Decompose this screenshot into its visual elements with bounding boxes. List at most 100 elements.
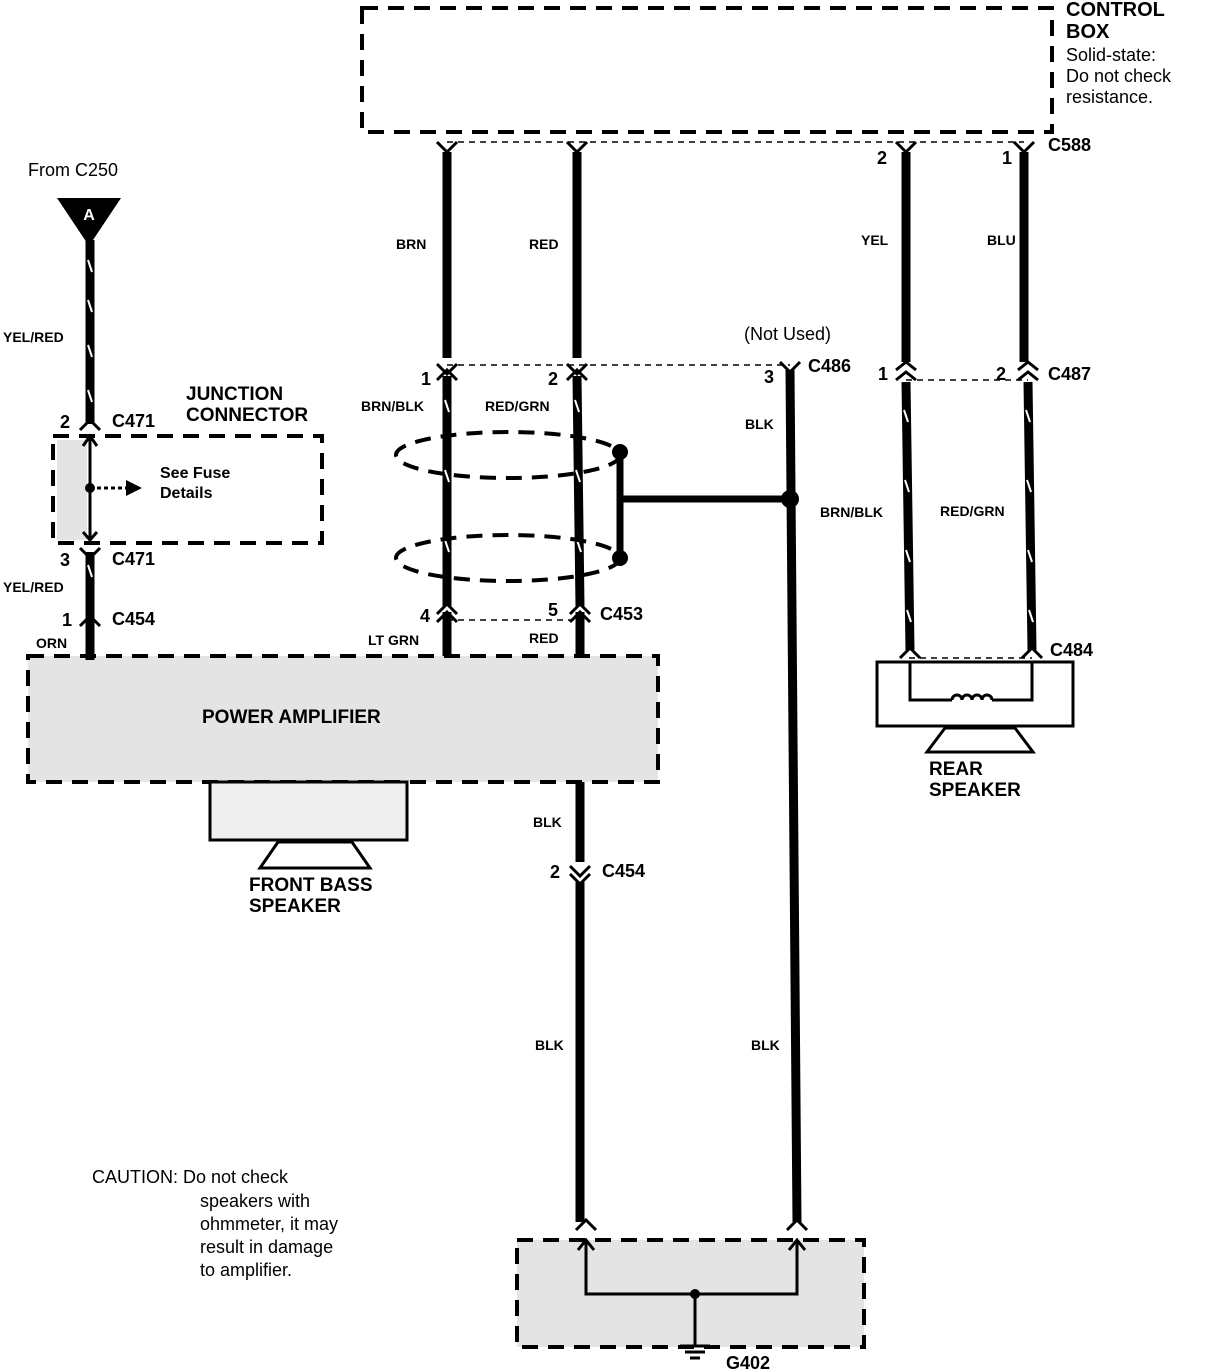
wire-brn-blk-left: BRN/BLK <box>361 398 424 414</box>
c487-pin-1-a <box>895 360 917 372</box>
c454-pin-2-a <box>568 864 592 879</box>
control-box-title-1: CONTROL <box>1066 0 1165 21</box>
pin-c453-4: 4 <box>420 606 430 626</box>
pin-c454-2: 2 <box>550 862 560 882</box>
c484-pin-b <box>1020 645 1044 660</box>
ground-label: G402 <box>726 1353 770 1372</box>
caution-line-3: ohmmeter, it may <box>200 1214 338 1234</box>
c453-label: C453 <box>600 604 643 624</box>
pin-c471-2: 2 <box>60 412 70 432</box>
connector-ties <box>447 141 1032 659</box>
from-c250-arrow <box>57 198 121 246</box>
c484-pin-a <box>898 645 922 660</box>
c453-pin-4-b <box>435 609 459 624</box>
rear-speaker-label-1: REAR <box>929 759 983 780</box>
wire-blk-amp-top: BLK <box>533 814 562 830</box>
c454-pin-2-b <box>568 872 592 887</box>
junction-note-1: See Fuse <box>160 465 230 482</box>
pin-c487-2: 2 <box>996 364 1006 384</box>
c486-label: C486 <box>808 356 851 376</box>
g402-inner-b <box>787 1237 807 1251</box>
c453-pin-5-a <box>568 601 592 616</box>
rear-speaker <box>875 660 1075 754</box>
c471-top <box>78 417 102 432</box>
caution-line-5: to amplifier. <box>200 1260 292 1280</box>
g402-pin-b <box>785 1217 809 1232</box>
c486-pin-3 <box>778 360 802 375</box>
c588-pin-a <box>435 140 459 155</box>
shield <box>394 430 799 583</box>
power-amplifier-box <box>26 654 660 784</box>
junction-internals <box>81 433 142 543</box>
c588-pin-1 <box>1012 140 1036 155</box>
wire-brn: BRN <box>396 236 426 252</box>
control-box-note-1: Solid-state: <box>1066 45 1156 65</box>
control-box-note-3: resistance. <box>1066 87 1153 107</box>
wire-blk-amp-bottom: BLK <box>535 1037 564 1053</box>
pin-c588-2: 2 <box>877 148 887 168</box>
wire-lt-grn: LT GRN <box>368 632 419 648</box>
pin-c486-1: 1 <box>421 369 431 389</box>
wire-red-grn-left: RED/GRN <box>485 398 550 414</box>
c486-pin-1-b <box>435 367 459 382</box>
c486-pin-2-a <box>565 362 589 377</box>
c487-pin-2-b <box>1017 370 1039 382</box>
pin-c588-1: 1 <box>1002 148 1012 168</box>
g402-inner-a <box>576 1237 596 1251</box>
caution-line-2: speakers with <box>200 1191 310 1211</box>
caution-line-1: CAUTION: Do not check <box>92 1167 289 1187</box>
wire-yel-red-bottom: YEL/RED <box>3 579 64 595</box>
c454-pin-1 <box>78 613 102 628</box>
control-box <box>360 6 1054 134</box>
junction-connector-box <box>51 434 324 545</box>
c471-bottom <box>78 546 102 561</box>
power-amplifier-label: POWER AMPLIFIER <box>202 707 381 728</box>
wire-red-top: RED <box>529 236 559 252</box>
c454-bottom-label: C454 <box>602 861 645 881</box>
c487-pin-2-a <box>1017 360 1039 372</box>
wire-red-grn-right: RED/GRN <box>940 503 1005 519</box>
ground-block-g402 <box>515 1238 866 1360</box>
c453-pin-5-b <box>568 609 592 624</box>
pin-c454-1: 1 <box>62 610 72 630</box>
wires <box>85 152 1037 1223</box>
connector-glyphs <box>78 140 1044 1251</box>
c487-pin-1-b <box>895 370 917 382</box>
c486-pin-1-a <box>435 362 459 377</box>
wire-yel-red-top: YEL/RED <box>3 329 64 345</box>
wire-yel: YEL <box>861 232 889 248</box>
control-box-title-2: BOX <box>1066 21 1110 43</box>
c471-bottom-label: C471 <box>112 549 155 569</box>
caution-line-4: result in damage <box>200 1237 333 1257</box>
from-c250-label: From C250 <box>28 160 118 180</box>
wire-brn-blk-right: BRN/BLK <box>820 504 883 520</box>
junction-title-1: JUNCTION <box>186 384 283 405</box>
wire-blu: BLU <box>987 232 1016 248</box>
pin-c487-1: 1 <box>878 364 888 384</box>
control-box-note-2: Do not check <box>1066 66 1172 86</box>
rear-speaker-label-2: SPEAKER <box>929 780 1021 801</box>
c486-pin-2-b <box>565 367 589 382</box>
wire-blk-right: BLK <box>751 1037 780 1053</box>
pin-c486-3: 3 <box>764 367 774 387</box>
g402-pin-a <box>574 1217 598 1232</box>
c471-top-label: C471 <box>112 411 155 431</box>
not-used-label: (Not Used) <box>744 324 831 344</box>
junction-title-2: CONNECTOR <box>186 405 308 426</box>
junction-note-2: Details <box>160 485 213 502</box>
c588-pin-b <box>565 140 589 155</box>
front-speaker-label-1: FRONT BASS <box>249 875 373 896</box>
wire-red-amp: RED <box>529 630 559 646</box>
pin-c471-3: 3 <box>60 550 70 570</box>
c454-top-label: C454 <box>112 609 155 629</box>
pin-c453-5: 5 <box>548 600 558 620</box>
pin-c486-2: 2 <box>548 369 558 389</box>
wire-blk-c486: BLK <box>745 416 774 432</box>
from-c250-symbol: A <box>83 207 95 224</box>
front-speaker-label-2: SPEAKER <box>249 896 341 917</box>
front-bass-speaker <box>208 780 409 870</box>
c588-pin-2 <box>894 140 918 155</box>
c453-pin-4-a <box>435 601 459 616</box>
c484-label: C484 <box>1050 640 1093 660</box>
